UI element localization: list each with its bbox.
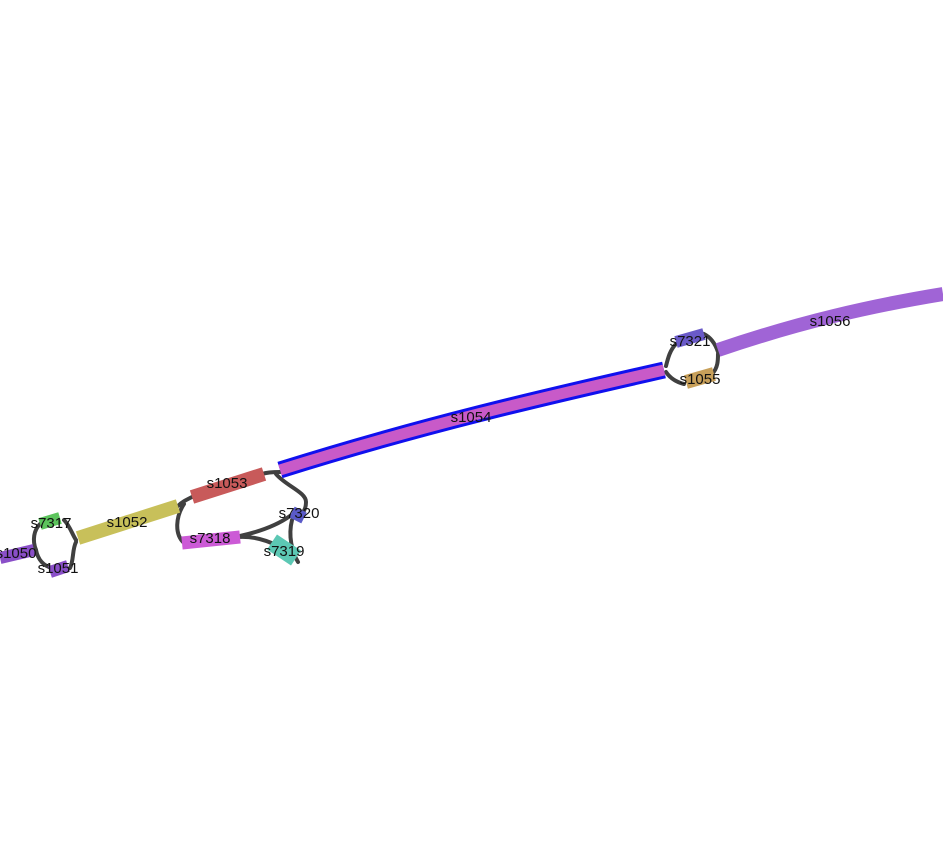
label-s1054: s1054 (451, 409, 492, 426)
label-s1051: s1051 (38, 560, 79, 577)
link-s1051-s1052 (68, 540, 78, 570)
label-s1050: s1050 (0, 545, 36, 562)
node-s7319[interactable] (267, 534, 301, 566)
node-s1051[interactable] (48, 560, 70, 578)
label-s1053: s1053 (207, 475, 248, 492)
label-s7317: s7317 (31, 515, 72, 532)
link-s1050-s7317 (31, 522, 42, 552)
link-s7321-s1056 (702, 332, 720, 354)
link-s1052-s1053 (176, 495, 194, 508)
node-s1054[interactable] (278, 364, 666, 476)
links (31, 332, 720, 570)
label-s7318: s7318 (190, 530, 231, 547)
link-s7320-s7319 (288, 518, 300, 564)
node-s1055[interactable] (684, 367, 716, 389)
link-s7318-s7320 (238, 514, 292, 538)
label-s7321: s7321 (670, 333, 711, 350)
label-s7319: s7319 (264, 543, 305, 560)
label-s7320: s7320 (279, 505, 320, 522)
node-s7317[interactable] (38, 512, 62, 530)
node-s7320[interactable] (289, 506, 307, 524)
label-s1052: s1052 (107, 514, 148, 531)
link-s1054-s1055 (664, 370, 686, 386)
segments (0, 287, 943, 578)
node-s1056[interactable] (715, 287, 943, 357)
labels: s1050 s1051 s7317 s1052 s1053 s7318 s731… (0, 313, 850, 577)
node-s1053[interactable] (189, 467, 267, 504)
label-s1055: s1055 (680, 371, 721, 388)
node-s7318[interactable] (181, 530, 241, 550)
link-s7317-s1052 (62, 518, 78, 542)
link-s1054-s7321 (664, 342, 678, 368)
node-s7321[interactable] (674, 328, 706, 348)
label-s1056: s1056 (810, 313, 851, 330)
node-s1050[interactable] (0, 544, 36, 564)
node-s1052[interactable] (75, 499, 181, 545)
